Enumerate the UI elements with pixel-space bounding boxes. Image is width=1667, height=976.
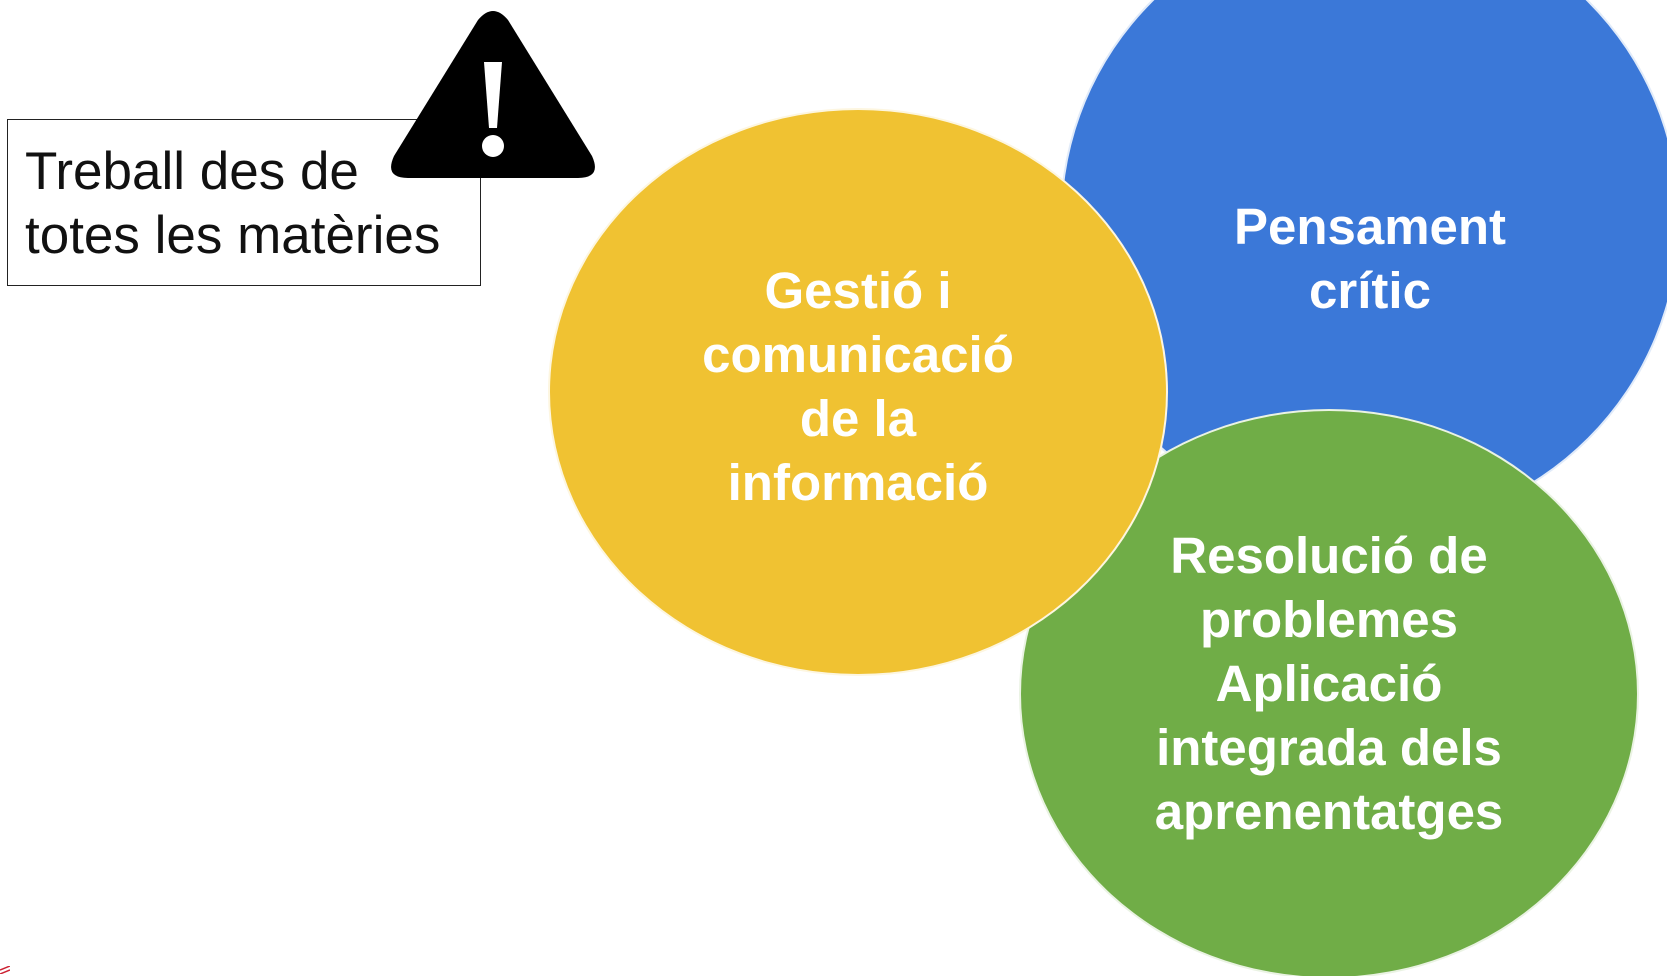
gestio-comunicacio-circle: Gestió i comunicació de la informació xyxy=(548,108,1168,676)
gestio-comunicacio-label: Gestió i comunicació de la informació xyxy=(702,262,1014,511)
warning-triangle-icon xyxy=(391,11,595,178)
corner-logo-icon xyxy=(0,966,10,974)
pensament-critic-label: Pensament crític xyxy=(1233,198,1507,319)
resolucio-problemes-label: Resolució de problemes Aplicació integra… xyxy=(1154,527,1504,840)
note-text: Treball des de totes les matèries xyxy=(25,142,441,265)
